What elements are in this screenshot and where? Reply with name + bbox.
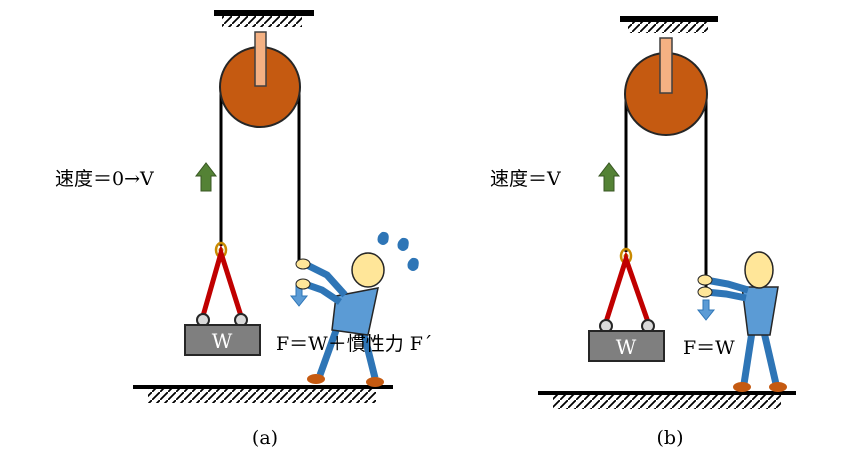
sweat-drops-icon: [377, 231, 419, 271]
sling-a: [200, 244, 244, 317]
force-label-b: F＝W: [683, 337, 735, 359]
velocity-label-a: 速度＝0→V: [55, 168, 154, 190]
down-arrow-icon: [696, 299, 716, 321]
sling-b: [603, 251, 651, 323]
weight-block-b: [588, 330, 665, 362]
caption-a: (a): [252, 427, 278, 449]
ground-b: [538, 391, 796, 409]
ceiling-b: [620, 16, 718, 33]
force-label-a: F＝W＋慣性力 F´: [276, 333, 432, 355]
up-arrow-icon: [597, 162, 621, 192]
caption-b: (b): [657, 427, 684, 449]
ground-a: [133, 385, 393, 403]
up-arrow-icon: [194, 162, 218, 192]
ceiling-a: [214, 10, 314, 27]
weight-label-b: W: [616, 335, 637, 359]
weight-label-a: W: [212, 329, 233, 353]
worker-straining-a: [295, 252, 385, 387]
weight-block-a: [184, 324, 261, 356]
pulley-axle-b: [659, 37, 673, 94]
panel-b: W 速度＝V F＝W (b): [490, 16, 796, 449]
panel-a: W 速度＝0→V F＝W＋慣性力: [55, 10, 432, 449]
pulley-axle-a: [254, 31, 267, 87]
worker-standing-b: [697, 251, 787, 392]
velocity-label-b: 速度＝V: [490, 168, 561, 190]
